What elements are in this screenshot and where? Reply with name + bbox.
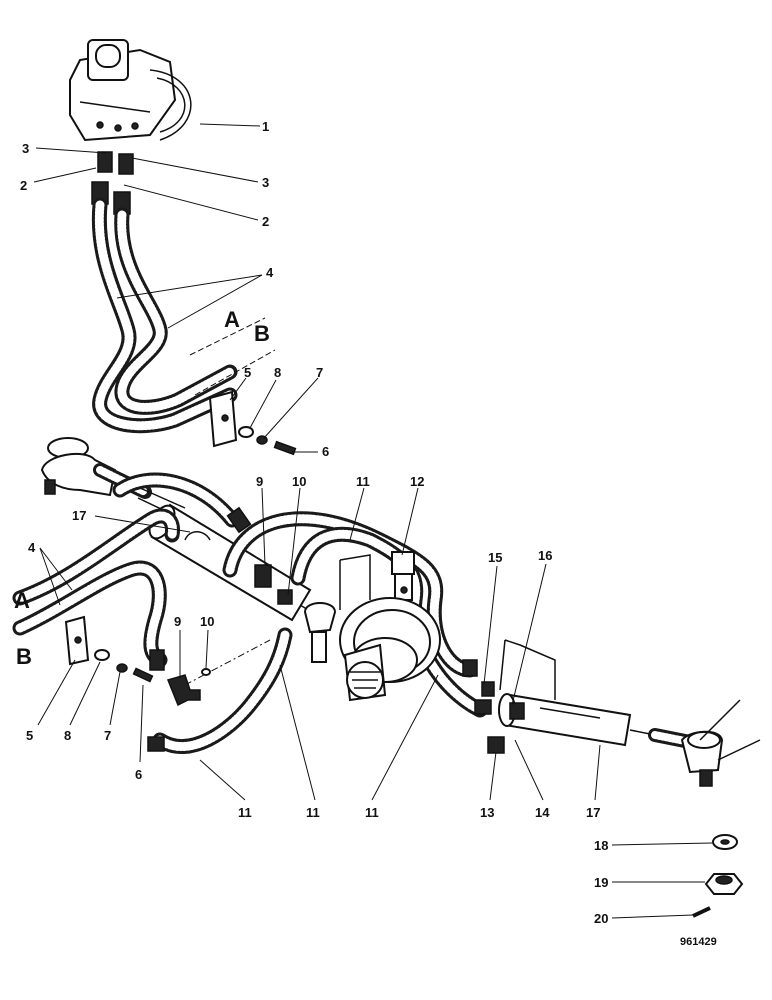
lower-hoses	[12, 508, 293, 754]
callout-19: 19	[594, 875, 608, 890]
callout-2: 2	[262, 214, 269, 229]
upper-clamp	[208, 390, 297, 456]
callout-1: 1	[262, 119, 269, 134]
callout-4: 4	[28, 540, 36, 555]
callout-11: 11	[238, 805, 252, 820]
middle-ball-joint	[303, 602, 337, 663]
callout-10: 10	[292, 474, 306, 489]
marker-a: A	[224, 307, 240, 332]
callout-13: 13	[480, 805, 494, 820]
figure-reference: 961429	[680, 936, 717, 948]
callout-5: 5	[244, 365, 251, 380]
callout-11: 11	[356, 474, 370, 489]
callout-12: 12	[410, 474, 424, 489]
callout-7: 7	[104, 728, 111, 743]
callout-16: 16	[538, 548, 552, 563]
callout-6: 6	[322, 444, 329, 459]
callout-18: 18	[594, 838, 608, 853]
marker-b: B	[254, 321, 270, 346]
callout-3: 3	[262, 175, 269, 190]
callout-10: 10	[200, 614, 214, 629]
callout-11: 11	[365, 805, 379, 820]
callout-7: 7	[316, 365, 323, 380]
marker-b: B	[16, 644, 32, 669]
lower-fittings	[147, 649, 211, 752]
callout-9: 9	[174, 614, 181, 629]
callout-17: 17	[586, 805, 600, 820]
hose-clamp-12	[391, 551, 415, 601]
callout-labels: 1 2 2 3 3 4 5 8 7 6 9 10 11 12 17 4 15 1…	[14, 119, 717, 948]
callout-20: 20	[594, 911, 608, 926]
marker-a: A	[14, 588, 30, 613]
callout-9: 9	[256, 474, 263, 489]
callout-11: 11	[306, 805, 320, 820]
callout-15: 15	[488, 550, 502, 565]
right-steering-ram	[498, 639, 761, 787]
axle-hub	[339, 554, 441, 702]
callout-2: 2	[20, 178, 27, 193]
steering-unit	[69, 39, 192, 142]
callout-14: 14	[535, 805, 550, 820]
callout-17: 17	[72, 508, 86, 523]
callout-6: 6	[135, 767, 142, 782]
callout-8: 8	[274, 365, 281, 380]
adaptor-fittings	[91, 151, 134, 215]
ram-fittings	[226, 506, 293, 605]
fasteners	[692, 834, 744, 918]
right-fittings	[462, 659, 525, 754]
callout-3: 3	[22, 141, 29, 156]
lower-clamp	[64, 615, 154, 683]
upper-hoses	[91, 197, 276, 434]
callout-4: 4	[266, 265, 274, 280]
callout-8: 8	[64, 728, 71, 743]
callout-5: 5	[26, 728, 33, 743]
leader-lines	[33, 123, 713, 919]
